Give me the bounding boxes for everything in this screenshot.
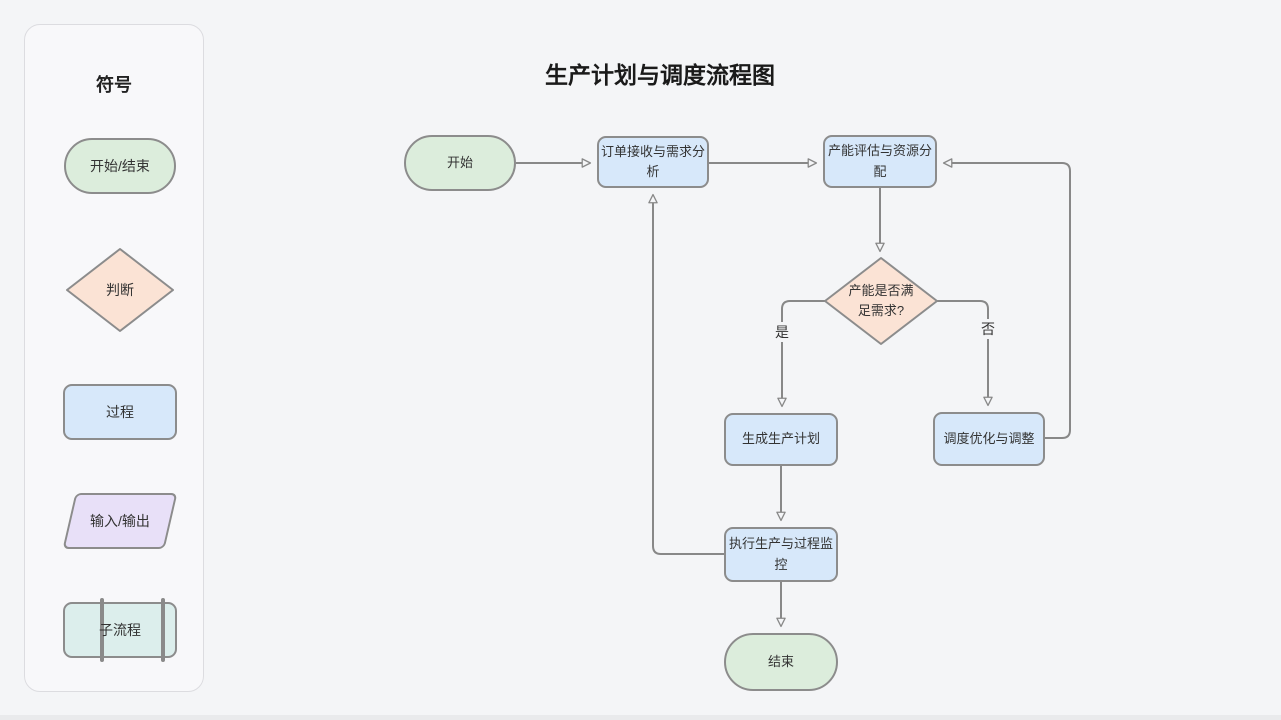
edge-label-no: 否 (978, 319, 998, 339)
decision-diamond (824, 257, 938, 345)
node-start: 开始 (404, 135, 516, 191)
legend-label-io: 输入/输出 (90, 513, 150, 529)
legend-label-terminator: 开始/结束 (90, 158, 150, 174)
node-schedule-optimize: 调度优化与调整 (933, 412, 1045, 466)
subroutine-bar-left (100, 598, 104, 662)
node-order-intake: 订单接收与需求分析 (597, 136, 709, 188)
legend-shape-io: 输入/输出 (62, 493, 178, 549)
legend-panel: 符号 开始/结束 判断 过程 输入/输出 子流程 (24, 24, 204, 692)
legend-shape-process: 过程 (63, 384, 177, 440)
diamond-icon (66, 248, 174, 332)
legend-label-decision: 判断 (106, 282, 134, 298)
node-execute-monitor: 执行生产与过程监控 (724, 527, 838, 582)
edge-label-yes: 是 (772, 322, 792, 342)
node-capacity-eval: 产能评估与资源分配 (823, 135, 937, 188)
node-generate-plan: 生成生产计划 (724, 413, 838, 466)
subroutine-icon (63, 602, 177, 658)
diagram-title: 生产计划与调度流程图 (545, 62, 775, 88)
legend-shape-terminator: 开始/结束 (64, 138, 176, 194)
legend-shape-subroutine: 子流程 (63, 598, 177, 662)
node-end: 结束 (724, 633, 838, 691)
subroutine-bar-right (161, 598, 165, 662)
node-decision-label: 产能是否满足需求? (848, 282, 914, 318)
bottom-strip (0, 715, 1281, 720)
legend-label-process: 过程 (106, 404, 134, 420)
legend-shape-decision: 判断 (65, 247, 175, 333)
legend-title: 符号 (96, 75, 132, 95)
legend-label-subroutine: 子流程 (99, 622, 141, 638)
